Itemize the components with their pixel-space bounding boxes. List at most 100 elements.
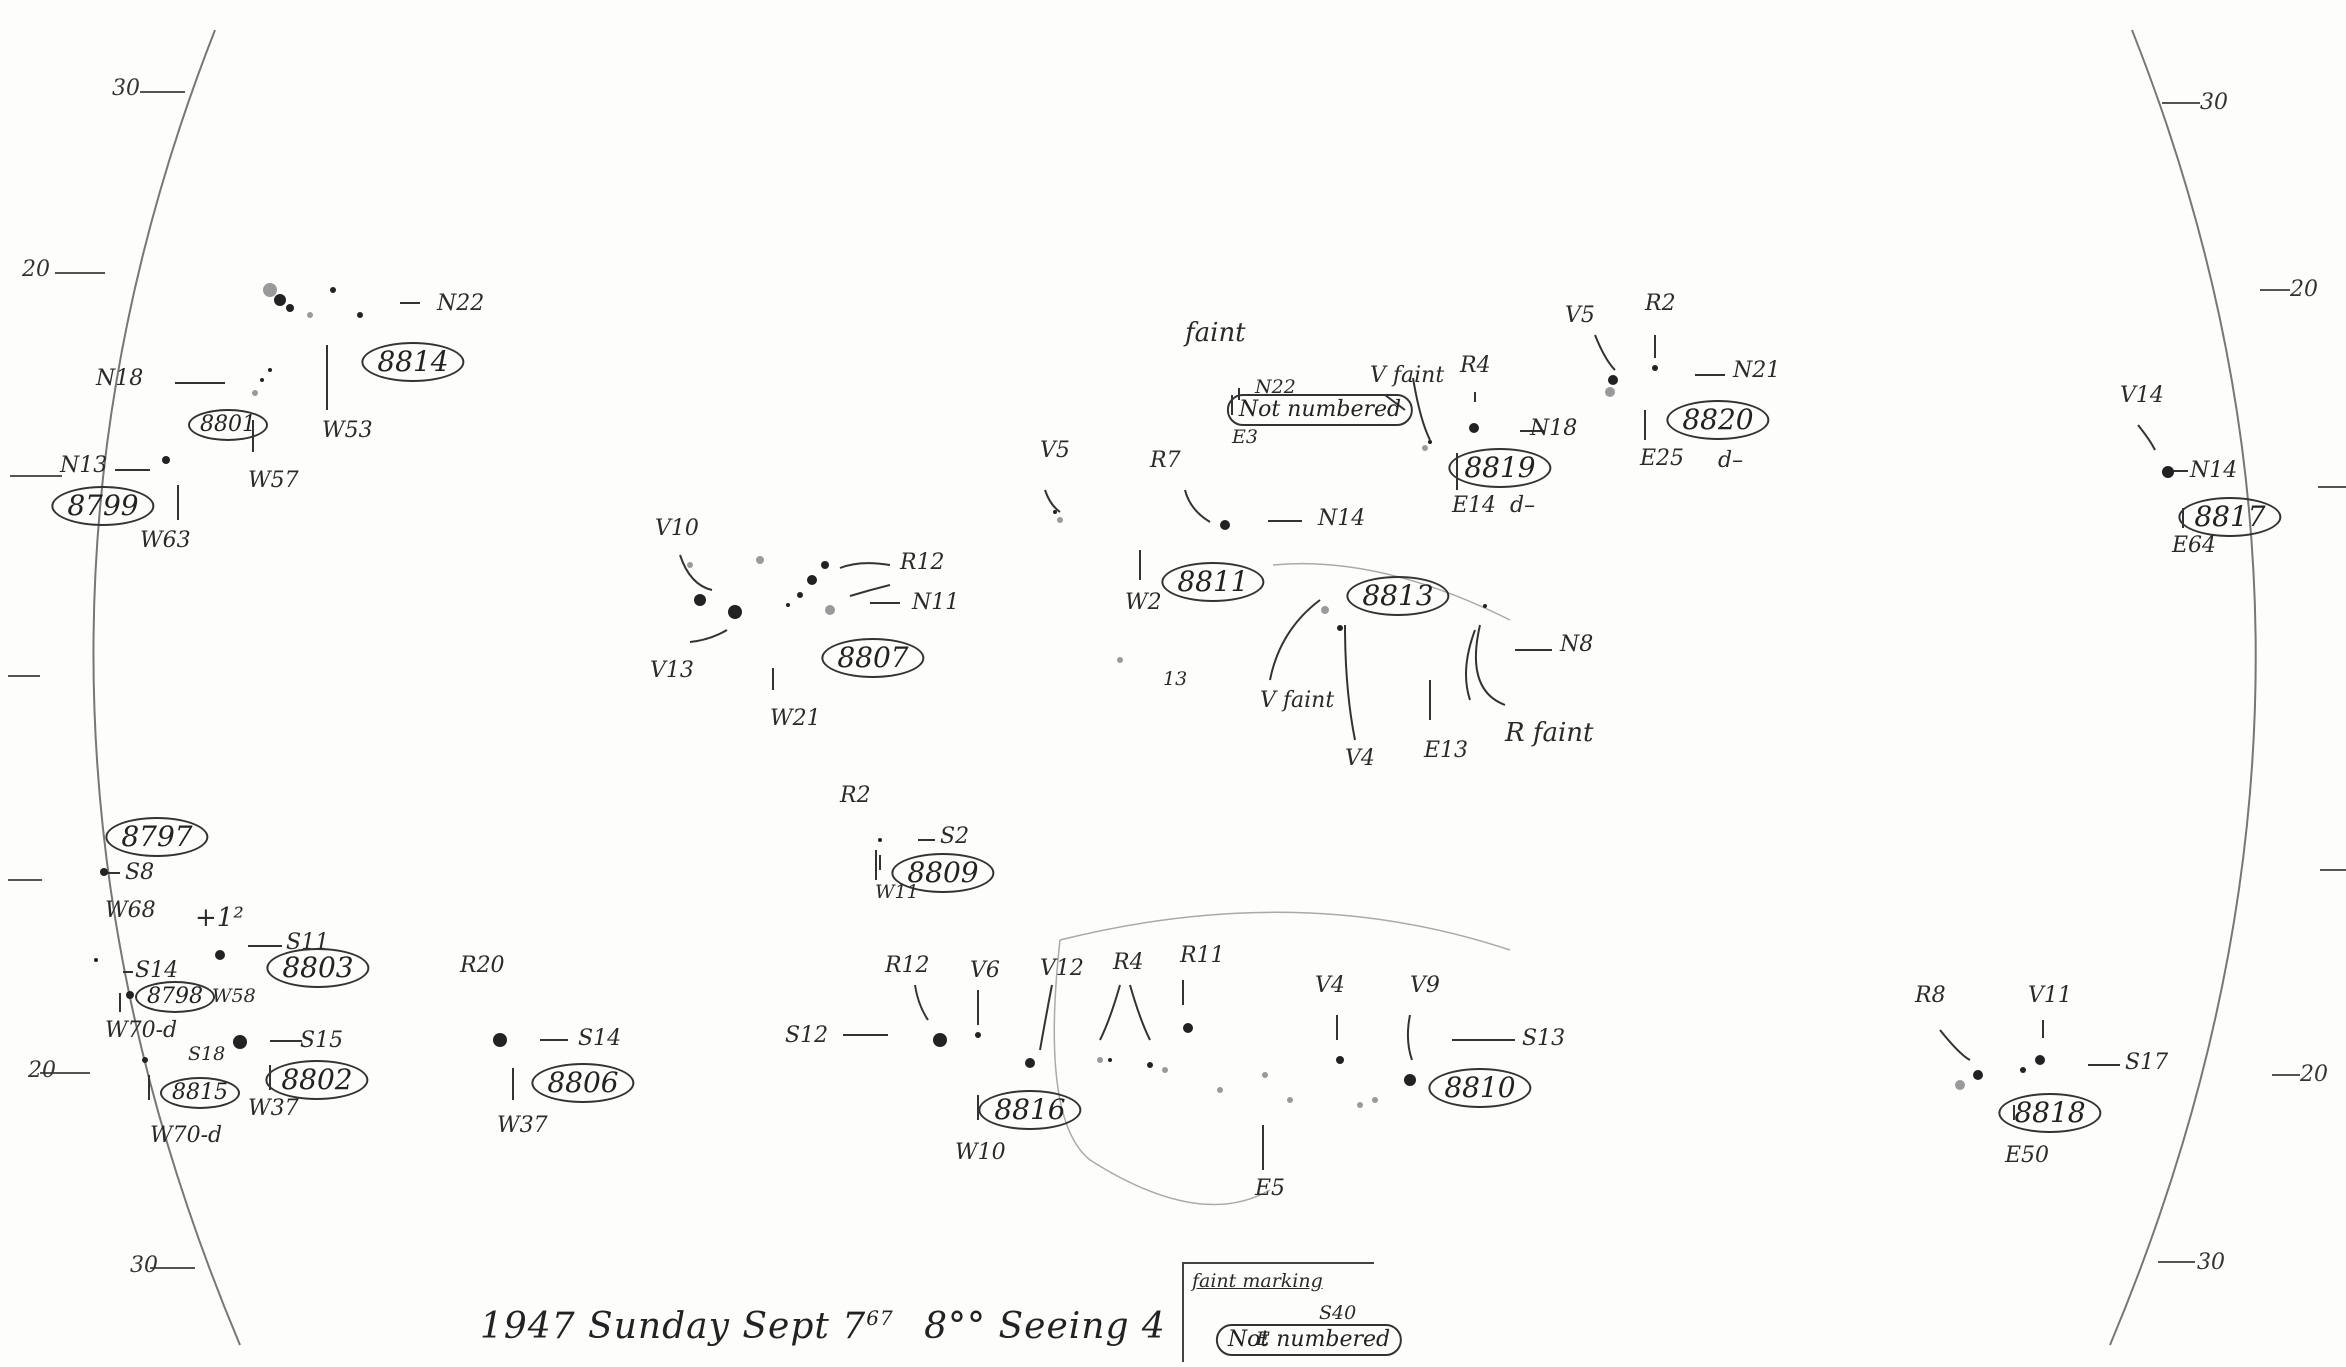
date-superscript: 67 [866,1306,894,1330]
observation-date-line: 1947 Sunday Sept 767 8°° Seeing 4 [480,1306,1166,1347]
label-n13: N13 [60,453,108,478]
note-sub: S40 [1319,1302,1357,1324]
label-v5: V5 [1040,438,1070,463]
label-n22: N22 [437,291,485,316]
label-e14: E14 [1452,493,1497,518]
group-8802-number: 8802 [265,1060,369,1100]
label-w63: W63 [140,528,191,553]
label-w11: W11 [875,881,919,903]
group-8801-number: 8801 [188,409,268,441]
label-n22-upper: N22 [1255,376,1296,398]
group-8797-number: 8797 [105,817,209,857]
label-e25: E25 [1640,446,1685,471]
label-r12-8816: R12 [885,953,930,978]
label-w70-d-8815: W70-d [150,1123,223,1148]
group-8813-number: 8813 [1346,576,1450,616]
label-r8: R8 [1915,983,1946,1008]
group-8819-number: 8819 [1448,448,1552,488]
group-8815-number: 8815 [160,1077,240,1109]
label-n11: N11 [912,590,960,615]
leader-lines [107,302,2188,1206]
label-n14-8817: N14 [2190,458,2238,483]
right-limb-arc [2109,29,2257,1346]
group-not-numbered-upper: Not numbered [1226,394,1414,426]
label-r-faint: R faint [1505,718,1594,748]
label-s13: S13 [1522,1026,1566,1051]
label-d-8820: d– [1718,448,1744,473]
group-8810-number: 8810 [1428,1068,1532,1108]
left-tick-label: 30 [112,76,140,101]
label-s8: S8 [125,860,155,885]
label-v-faint-8819: V faint [1370,363,1445,388]
label-v10: V10 [655,516,699,541]
group-8818-number: 8818 [1998,1093,2102,1133]
label-s18: S18 [188,1043,226,1065]
label-v4-8810: V4 [1315,973,1345,998]
label-r4: R4 [1460,353,1491,378]
label-v11: V11 [2028,983,2072,1008]
faint-marking-note: faint marking S40 E Not numbered [1182,1262,1403,1362]
time-and-seeing: 8°° Seeing 4 [924,1306,1166,1347]
group-8820-number: 8820 [1666,400,1770,440]
label-s14-8806: S14 [578,1026,622,1051]
label-n21: N21 [1733,358,1781,383]
label-v6: V6 [970,958,1000,983]
label-faint: faint [1185,318,1246,348]
right-tick-label: 30 [2197,1250,2225,1275]
label-r20: R20 [460,953,505,978]
label-w37: W37 [248,1096,299,1121]
left-tick-label: 20 [22,257,50,282]
label-r11: R11 [1180,943,1225,968]
right-tick-label: 20 [2290,277,2318,302]
label-d-8819: d– [1510,493,1536,518]
label-e3: E3 [1232,426,1258,448]
label-plus1: +1² [195,903,244,933]
group-8814-number: 8814 [361,342,465,382]
group-8806-number: 8806 [531,1063,635,1103]
label-s15: S15 [300,1028,344,1053]
group-8798-number: 8798 [135,981,215,1013]
label-r4-8810: R4 [1113,950,1144,975]
label-n8: N8 [1560,632,1594,657]
left-tick-marks [8,91,195,1269]
group-8817-number: 8817 [2178,497,2282,537]
label-n18: N18 [96,366,144,391]
label-e64: E64 [2172,533,2217,558]
label-w21: W21 [770,706,821,731]
label-n18-8819: N18 [1530,416,1578,441]
label-v-faint: V faint [1260,688,1335,713]
faint-spots [252,283,1965,1108]
label-n14: N14 [1318,506,1366,531]
label-w10: W10 [955,1140,1006,1165]
label-s11: S11 [286,930,330,955]
group-8809-number: 8809 [891,853,995,893]
group-8803-number: 8803 [266,948,370,988]
sunspots [94,287,2174,1086]
label-v12: V12 [1040,956,1084,981]
label-r2: R2 [1645,291,1676,316]
label-v13: V13 [650,658,694,683]
label-s2: S2 [940,824,970,849]
label-w68: W68 [105,898,156,923]
label-e5: E5 [1255,1176,1286,1201]
note-prefix: E [1256,1328,1270,1350]
group-8816-number: 8816 [978,1090,1082,1130]
group-8799-number: 8799 [51,486,155,526]
label-e13: E13 [1424,738,1469,763]
label-v9: V9 [1410,973,1440,998]
right-tick-label: 20 [2300,1062,2328,1087]
left-tick-label: 20 [28,1058,56,1083]
label-s14: S14 [135,958,179,983]
right-tick-label: 30 [2200,90,2228,115]
label-w58: W58 [212,985,256,1007]
note-not-numbered: Not numbered [1215,1324,1403,1356]
label-w57: W57 [248,468,299,493]
label-s12: S12 [785,1023,829,1048]
group-8807-number: 8807 [821,638,925,678]
label-s17: S17 [2125,1050,2169,1075]
left-tick-label: 30 [130,1253,158,1278]
label-e50: E50 [2005,1143,2050,1168]
label-r7: R7 [1150,448,1181,473]
label-v5-8820: V5 [1565,303,1595,328]
